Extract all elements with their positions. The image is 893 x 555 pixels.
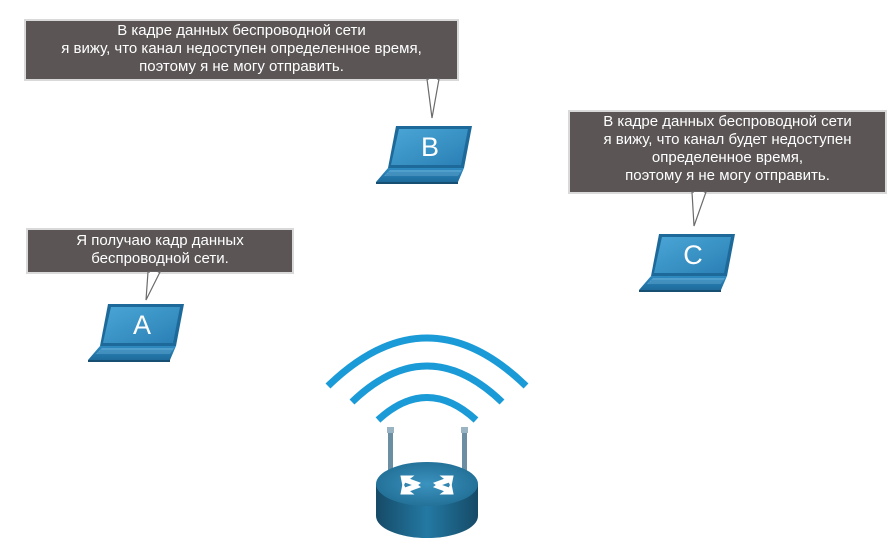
bubble-c-line-3: определенное время, [651,149,804,166]
speech-bubble-laptop-a: Я получаю кадр данных беспроводной сети. [28,230,292,272]
laptop-b-label: B [421,132,439,162]
laptop-b-icon: B [375,125,473,185]
bubble-c-line-1: В кадре данных беспроводной сети [603,113,852,130]
wireless-router-icon [376,427,478,538]
laptop-c-icon: C [638,233,736,293]
bubble-b-line-3: поэтому я не могу отправить. [139,58,344,75]
bubble-c-line-4: поэтому я не могу отправить. [625,167,830,184]
wifi-signal-icon [325,334,529,423]
bubble-a-line-1: Я получаю кадр данных [76,232,244,249]
bubble-c-tail [691,191,707,227]
bubble-a-tail [145,271,161,301]
speech-bubble-laptop-c: В кадре данных беспроводной сети я вижу,… [570,112,885,192]
bubble-a-line-2: беспроводной сети. [91,250,229,267]
bubble-b-line-1: В кадре данных беспроводной сети [117,22,366,39]
bubble-c-line-2: я вижу, что канал будет недоступен [603,131,852,148]
bubble-b-line-2: я вижу, что канал недоступен определенно… [61,40,422,57]
bubble-b-tail [426,78,440,119]
laptop-a-icon: A [87,303,185,363]
speech-bubble-laptop-b: В кадре данных беспроводной сети я вижу,… [26,21,457,79]
laptop-a-label: A [133,310,151,340]
laptop-c-label: C [683,240,703,270]
